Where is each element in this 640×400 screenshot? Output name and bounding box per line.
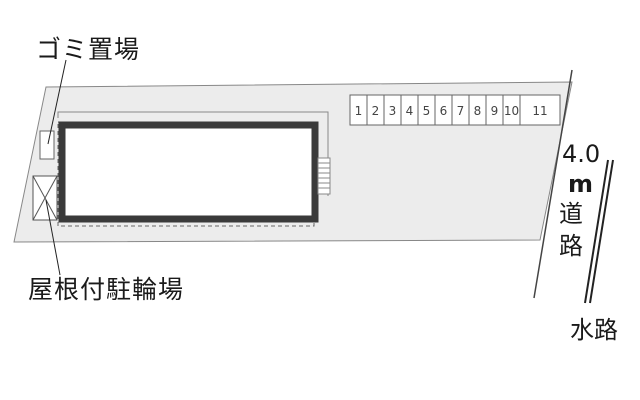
walkway-outline xyxy=(57,111,329,196)
garbage-leader xyxy=(47,59,67,145)
bike-parking-area xyxy=(32,175,58,221)
parking-slot-number: 10 xyxy=(504,104,519,118)
garbage-area xyxy=(39,130,55,160)
parking-slot-number: 3 xyxy=(389,104,397,118)
bike-leader xyxy=(45,199,61,276)
road-edge xyxy=(533,69,573,299)
parking-slot-number: 5 xyxy=(423,104,431,118)
parking-slot-number: 2 xyxy=(372,104,380,118)
parking-slot-number: 4 xyxy=(406,104,414,118)
road-width-unit: m xyxy=(568,170,594,198)
stairs-icon xyxy=(317,157,331,195)
parking-slot-number: 8 xyxy=(474,104,482,118)
building xyxy=(58,121,319,223)
parking-slot-number: 11 xyxy=(532,104,547,118)
parking-slot xyxy=(519,94,561,126)
parking-slot-number: 1 xyxy=(355,104,363,118)
bike-parking-label: 屋根付駐輪場 xyxy=(28,275,185,304)
road-width-value: 4.0 xyxy=(562,140,601,168)
waterway-label: 水路 xyxy=(570,316,618,344)
parking-slot-number: 9 xyxy=(491,104,499,118)
garbage-area-label: ゴミ置場 xyxy=(36,35,141,64)
road-label: 道路 xyxy=(559,200,583,260)
waterway-line-b xyxy=(589,159,614,304)
parking-slot-number: 6 xyxy=(440,104,448,118)
waterway-line-a xyxy=(584,159,609,304)
parking-slot-number: 7 xyxy=(457,104,465,118)
